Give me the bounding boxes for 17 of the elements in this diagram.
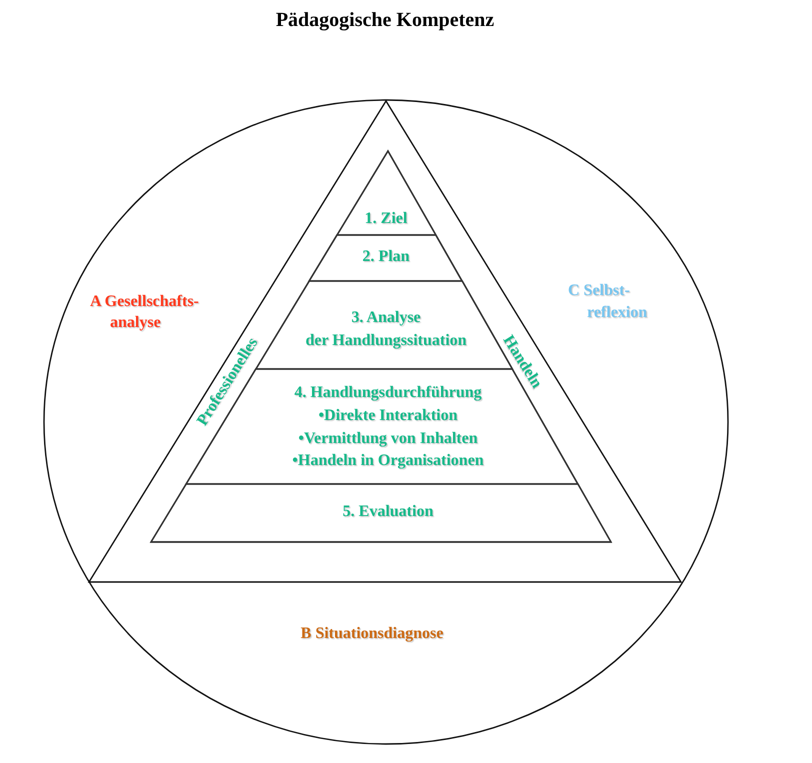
region-label: A Gesellschafts- analyse [90,292,199,333]
pyramid-band [151,484,611,542]
list-item: •Vermittlung von Inhalten [298,430,478,448]
step-label: 4. Handlungsdurchführung [294,384,482,402]
step-label: 2. Plan [362,248,410,266]
region-label: B Situationsdiagnose [300,625,444,643]
list-item: •Handeln in Organisationen [292,452,484,470]
title: Pädagogische Kompetenz [276,9,494,31]
step-label: 5. Evaluation [342,503,434,521]
pyramid-band [337,151,436,235]
outer-triangle [89,101,681,582]
region-label: C Selbst- reflexion [568,281,648,323]
pyramid-band [309,235,462,281]
circle-outline [44,100,728,744]
list-item: •Direkte Interaktion [318,407,458,425]
step-label: 1. Ziel [364,210,408,228]
step-label: 3. Analyse der Handlungssituation [305,308,467,350]
